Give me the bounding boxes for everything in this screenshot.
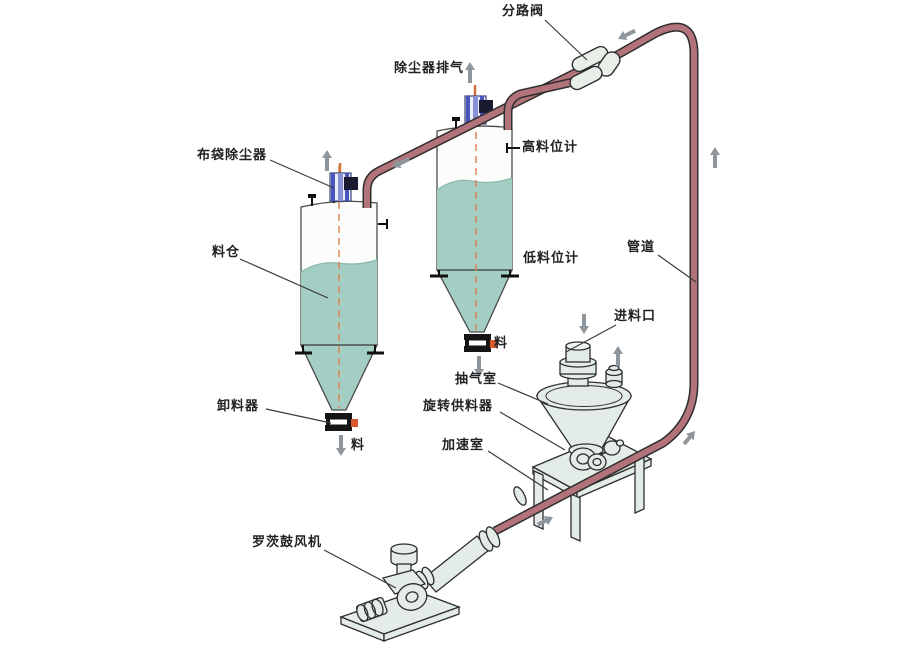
arrow-upright-bottom-bend xyxy=(682,431,695,446)
label-roots-blower: 罗茨鼓风机 xyxy=(252,535,323,550)
arrow-upright-blower-pipe xyxy=(536,516,553,527)
label-bag-dust-collector: 布袋除尘器 xyxy=(197,148,268,163)
arrow-up-feeder-side xyxy=(613,346,623,366)
label-rotary-feeder: 旋转供料器 xyxy=(423,399,494,414)
label-material-left: 料 xyxy=(351,438,366,453)
label-diverter-valve: 分路阀 xyxy=(502,4,545,19)
rotary-feeder-assembly xyxy=(535,341,633,471)
arrow-down-feed-inlet xyxy=(579,314,589,334)
label-silo: 料仓 xyxy=(212,245,241,260)
label-high-level-gauge: 高料位计 xyxy=(522,140,579,155)
arrow-downleft-left-branch xyxy=(392,156,410,168)
arrow-up-right-exhaust xyxy=(465,62,475,83)
label-material-right: 料 xyxy=(494,336,509,351)
arrow-downleft-top-bend xyxy=(618,28,636,40)
discharger-right xyxy=(464,334,497,352)
discharger-left xyxy=(325,413,358,431)
pipeline xyxy=(362,22,699,535)
left-silo xyxy=(295,166,388,411)
right-silo xyxy=(430,96,520,333)
arrow-down-right-discharge xyxy=(474,356,484,377)
pipe-flange-ring xyxy=(513,486,527,506)
leader-lines xyxy=(239,19,697,589)
arrow-up-left-exhaust xyxy=(322,150,332,171)
label-dust-exhaust: 除尘器排气 xyxy=(394,61,465,76)
label-pipeline: 管道 xyxy=(627,240,656,255)
roots-blower xyxy=(339,526,501,642)
label-discharger: 卸料器 xyxy=(217,399,260,414)
flow-arrows xyxy=(322,28,720,527)
label-low-level-gauge: 低料位计 xyxy=(523,251,580,266)
label-acceleration-chamber: 加速室 xyxy=(442,438,485,453)
arrow-down-left-discharge xyxy=(336,435,346,456)
label-feed-inlet: 进料口 xyxy=(614,309,657,324)
bag-filter-left xyxy=(329,163,358,202)
diverter-valve xyxy=(569,45,621,91)
label-suction-chamber: 抽气室 xyxy=(455,372,498,387)
arrow-up-vertical-pipe xyxy=(710,147,720,168)
